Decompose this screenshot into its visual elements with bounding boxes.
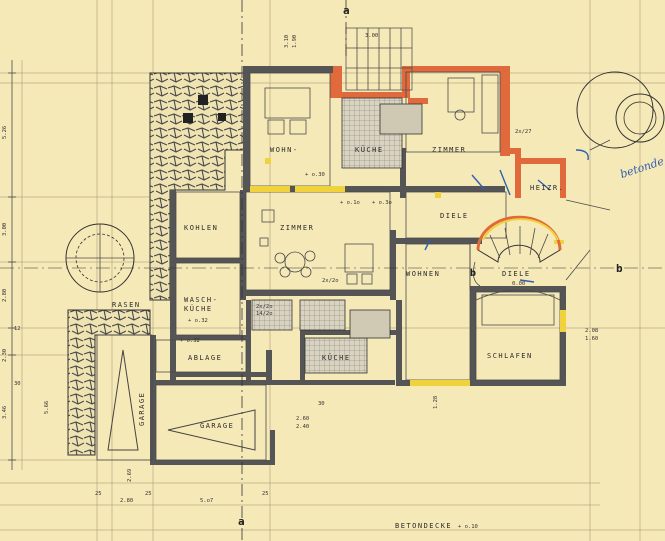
level-ablage-2: + o.32 — [180, 338, 200, 344]
room-label-kueche-bottom: KÜCHE — [322, 353, 351, 362]
dim-25-b: 25 — [145, 491, 152, 497]
tiled-areas — [251, 27, 423, 374]
dim-526: 5.26 — [2, 126, 8, 139]
room-label-wasch: WASCH- — [184, 296, 218, 304]
stone-dark-block-3 — [218, 113, 226, 121]
dim-208: 2.08 — [585, 328, 598, 334]
level-ablage: + o.32 — [188, 318, 208, 324]
room-label-diele-top: DIELE — [440, 212, 469, 220]
dim-12: 12 — [14, 326, 21, 332]
level-wohn: + o.30 — [305, 172, 325, 178]
room-label-wohn: WOHN- — [270, 146, 299, 154]
dim-128: 1.28 — [433, 396, 439, 409]
dim-25-a: 25 — [95, 491, 102, 497]
dim-240: 2.40 — [296, 424, 309, 430]
room-label-garage-horizontal: GARAGE — [200, 422, 234, 430]
dim-2x2o-b: 2x/2o — [256, 304, 273, 310]
dim-230-left: 2.30 — [2, 349, 8, 362]
dim-566: 5.66 — [44, 401, 50, 414]
stone-wall-south — [67, 309, 151, 456]
dim-30: 30 — [14, 381, 21, 387]
stone-dark-block-1 — [198, 95, 208, 105]
tree-right — [576, 71, 665, 149]
spiral-staircase — [472, 215, 562, 287]
garage-outlines — [96, 334, 267, 461]
room-label-schlafen: SCHLAFEN — [487, 352, 533, 360]
room-label-betondecke: BETONDECKE — [395, 522, 452, 530]
stone-dark-block-2 — [183, 113, 193, 123]
level-mid2: + o.3o — [372, 200, 392, 206]
room-label-rasen: RASEN — [112, 301, 141, 309]
axis-a-top: a — [343, 4, 350, 17]
axis-b-right: b — [616, 262, 623, 275]
dim-2x2o: 2x/2o — [322, 278, 339, 284]
room-label-zimmer-top: ZIMMER — [432, 146, 466, 154]
dim-top-190: 1.90 — [292, 35, 298, 48]
room-label-diele-mid: DIELE — [502, 270, 531, 278]
room-label-ablage: ABLAGE — [188, 354, 222, 362]
axis-a-bottom: a — [238, 515, 245, 528]
tree-left — [65, 223, 135, 293]
level-mid1: + o.1o — [340, 200, 360, 206]
dim-300-left: 3.00 — [2, 223, 8, 236]
room-label-garage-vertical: GARAGE — [138, 392, 146, 426]
dim-14-2o: 14/2o — [256, 311, 273, 317]
left-dimension-chain: 5.26 3.00 2.80 2.30 3.46 5.66 30 12 — [2, 60, 50, 470]
room-label-zimmer-mid: ZIMMER — [280, 224, 314, 232]
dim-5o7: 5.o7 — [200, 498, 213, 504]
room-label-heiz: HEIZR. — [530, 184, 564, 192]
room-label-wohnen: WOHNEN — [406, 270, 440, 278]
dim-269: 2.69 — [127, 469, 133, 482]
dim-25-c: 25 — [262, 491, 269, 497]
dim-top-300: 3.00 — [365, 33, 378, 39]
dim-346-left: 3.46 — [2, 406, 8, 419]
dim-30-bottom: 30 — [318, 401, 325, 407]
axis-b-left: b — [470, 268, 476, 279]
dim-280-left: 2.80 — [2, 289, 8, 302]
room-label-kohlen: KOHLEN — [184, 224, 218, 232]
room-label-kueche-top: KÜCHE — [355, 145, 384, 154]
room-label-kueche-wasch: KÜCHE — [184, 304, 213, 313]
dim-280-bottom: 2.80 — [120, 498, 133, 504]
betondecke-level: + o.10 — [458, 524, 478, 530]
dim-160: 1.60 — [585, 336, 598, 342]
level-diele: 0.00 — [512, 281, 525, 287]
dim-260: 2.60 — [296, 416, 309, 422]
blue-ink-marks — [424, 149, 589, 283]
furniture — [259, 74, 561, 326]
dim-top-310: 3.10 — [284, 35, 290, 48]
dim-2x27: 2x/27 — [515, 129, 532, 135]
